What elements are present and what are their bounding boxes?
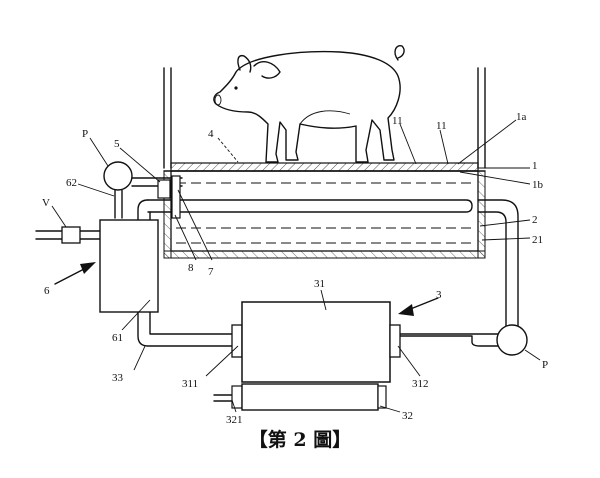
pipe-network: [35, 177, 519, 402]
reference-labels: P 62 V 6 61 5 8 7 4 11 11 1a 1 1b 2 21 3…: [42, 111, 548, 426]
label-62: 62: [66, 177, 77, 189]
label-32: 32: [402, 410, 413, 422]
pointer-arrows: [54, 262, 439, 316]
label-4: 4: [208, 128, 214, 140]
storage-cylinder: [231, 383, 387, 411]
water-tank: [163, 170, 486, 259]
valve: [61, 226, 81, 244]
label-31: 31: [314, 278, 325, 290]
processing-unit: [99, 219, 159, 313]
label-11-a: 11: [392, 115, 403, 127]
label-321: 321: [226, 414, 243, 426]
label-21: 21: [532, 234, 543, 246]
label-8: 8: [188, 262, 194, 274]
pump-left: [103, 161, 133, 191]
floor-slab: [163, 162, 486, 172]
label-1: 1: [532, 160, 538, 172]
pump-right: [496, 324, 528, 356]
heat-pump-unit: [231, 301, 401, 383]
pig-illustration: [213, 45, 405, 163]
label-1a: 1a: [516, 111, 527, 123]
label-7: 7: [208, 266, 214, 278]
label-5: 5: [114, 138, 120, 150]
label-6: 6: [44, 285, 50, 297]
label-61: 61: [112, 332, 123, 344]
label-2: 2: [532, 214, 538, 226]
label-pump-left: P: [82, 128, 88, 140]
label-1b: 1b: [532, 179, 544, 191]
label-3: 3: [436, 289, 442, 301]
figure-caption: 【第 2 圖】: [249, 428, 351, 451]
leader-lines: [51, 119, 541, 413]
label-11-b: 11: [436, 120, 447, 132]
label-pump-right: P: [542, 359, 548, 371]
label-33: 33: [112, 372, 124, 384]
label-311: 311: [182, 378, 198, 390]
inlet-fitting: [157, 175, 181, 219]
enclosure-walls: [163, 67, 486, 169]
label-312: 312: [412, 378, 429, 390]
label-valve: V: [42, 197, 50, 209]
